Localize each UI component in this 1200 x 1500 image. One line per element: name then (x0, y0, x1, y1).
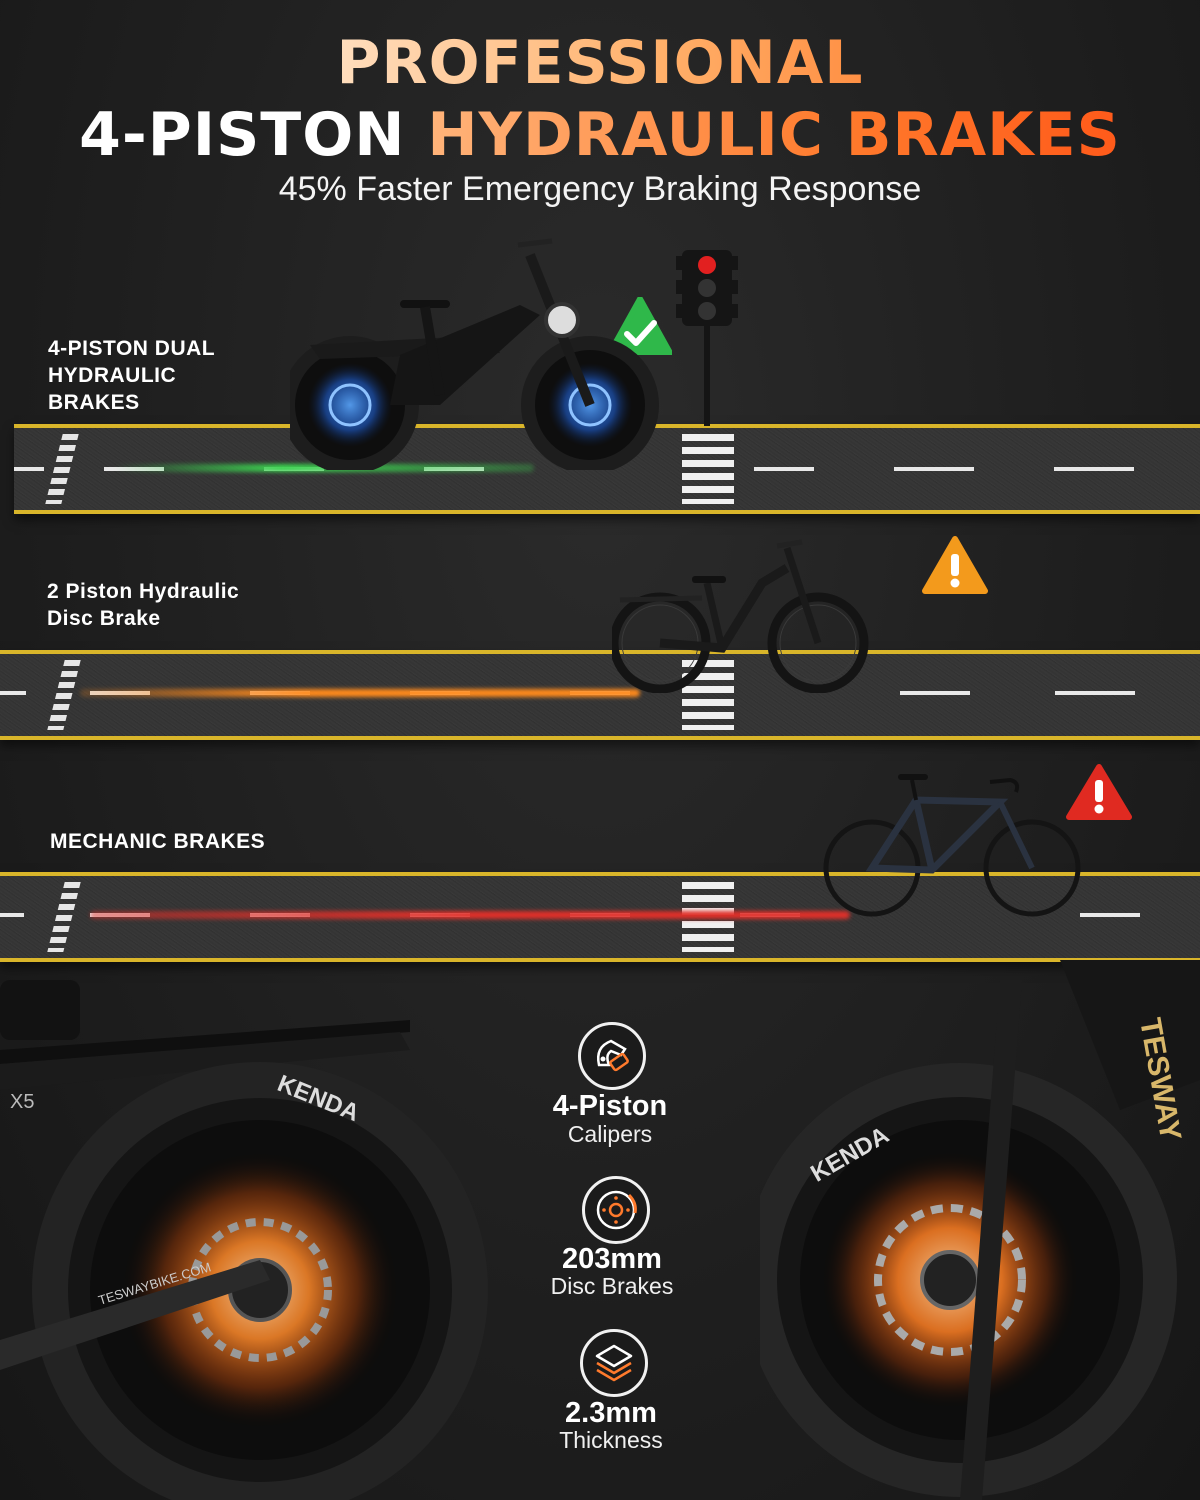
title-line-2-orange: HYDRAULIC BRAKES (427, 100, 1121, 170)
road-bike-image (823, 774, 1081, 917)
row-2-label-line-1: 2 Piston Hydraulic (47, 580, 240, 603)
disc-brake-icon (596, 1190, 637, 1230)
row-2-label: 2 Piston Hydraulic Disc Brake (47, 578, 239, 632)
brake-caliper-icon (597, 1039, 629, 1072)
alert-icon (1066, 764, 1132, 820)
braking-trail-orange (80, 689, 640, 697)
feature-2-label: Disc Brakes (550, 1273, 674, 1299)
feature-3-value: 2.3mm (565, 1397, 657, 1429)
step-through-ebike-image (612, 539, 869, 693)
title-line-1: PROFESSIONAL (0, 28, 1200, 98)
rear-wheel-closeup-image: X5 KENDA TESWAYBIKE.COM (0, 980, 488, 1500)
road-row-3 (0, 872, 1200, 962)
feature-3-icon-circle (580, 1329, 648, 1397)
warning-icon (922, 536, 988, 594)
row-1-label-line-3: BRAKES (48, 391, 140, 414)
feature-3-label: Thickness (559, 1427, 663, 1453)
row-3-label: MECHANIC BRAKES (50, 828, 265, 855)
title-line-2-white: 4-PISTON (79, 100, 428, 170)
front-wheel-closeup-image: TESWAY KENDA (760, 960, 1200, 1500)
feature-1-label: Calipers (567, 1121, 653, 1147)
row-2-label-line-2: Disc Brake (47, 607, 161, 630)
check-icon (608, 297, 672, 355)
feature-1-icon-circle (578, 1022, 646, 1090)
feature-2-icon-circle (582, 1176, 650, 1244)
row-1-label-line-1: 4-PISTON DUAL (48, 337, 216, 360)
row-1-label-line-2: HYDRAULIC (48, 364, 177, 387)
subtitle: 45% Faster Emergency Braking Response (278, 170, 922, 208)
traffic-light-icon (676, 250, 738, 426)
row-1-label: 4-PISTON DUAL HYDRAULIC BRAKES (48, 335, 215, 416)
feature-1-value: 4-Piston (552, 1090, 668, 1122)
rear-model-text: X5 (10, 1091, 34, 1113)
row-3-label-line-1: MECHANIC BRAKES (50, 830, 266, 853)
title-line-2: 4-PISTON HYDRAULIC BRAKES (0, 100, 1200, 170)
fat-tire-ebike-image (290, 238, 659, 470)
braking-trail-red (90, 911, 850, 919)
road-row-2 (0, 650, 1200, 740)
layers-icon (595, 1344, 633, 1382)
feature-2-value: 203mm (562, 1243, 662, 1275)
